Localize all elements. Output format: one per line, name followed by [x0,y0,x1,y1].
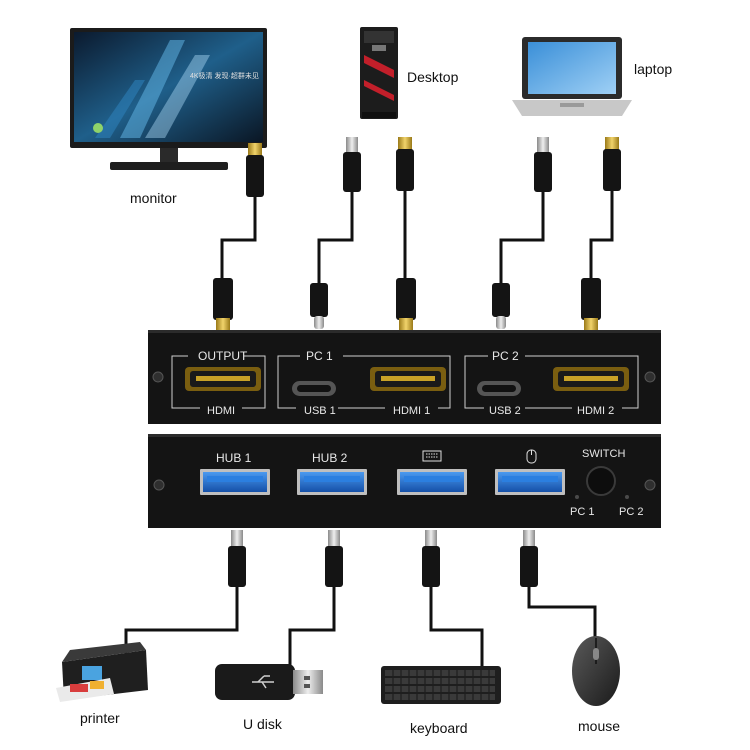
desktop-tower-icon [360,27,398,119]
pc2-usb-label: USB 2 [489,405,521,417]
laptop-icon [512,37,632,116]
switch-label: SWITCH [582,448,625,460]
hdmi-plug-output [213,278,233,330]
screw-icon [153,479,165,491]
usb-plug-laptop-top [534,137,552,192]
kvm-front-panel: OUTPUT HDMI PC 1 USB 1 HDMI 1 PC 2 USB 2… [148,330,661,424]
mouse-label: mouse [578,718,620,734]
usb-plug-mouse [520,530,538,587]
hdmi-output-port[interactable] [185,367,261,391]
hdmi-plug-desktop-top [396,137,414,191]
bottom-cables [124,585,597,667]
hdmi-pc1-port[interactable] [370,367,446,391]
pc2-hdmi-label: HDMI 2 [577,405,614,417]
screw-icon [644,479,656,491]
usb-plug-printer [228,530,246,587]
keyboard-port-icon [422,450,442,462]
hub1-label: HUB 1 [216,451,252,465]
usb-plug-udisk [325,530,343,587]
monitor-screen-text: 4K极清 发现·超群未见 [190,71,259,80]
screw-icon [152,371,164,383]
udisk-icon [215,664,323,700]
keyboard-icon [381,666,501,704]
udisk-label: U disk [243,716,283,732]
monitor-label: monitor [130,190,177,206]
output-hdmi-label: HDMI [207,405,235,417]
pc1-hdmi-label: HDMI 1 [393,405,430,417]
monitor-icon: 4K极清 发现·超群未见 [70,28,267,170]
hdmi-plug-monitor-top [246,143,264,197]
pc2-label: PC 2 [492,349,519,363]
hdmi-plug-laptop-top [603,137,621,191]
pc1-label: PC 1 [306,349,333,363]
led-pc1-label: PC 1 [570,506,594,518]
hub2-label: HUB 2 [312,451,348,465]
usb-hub2-port[interactable] [297,469,367,495]
laptop-label: laptop [634,61,672,77]
usb-keyboard-port[interactable] [397,469,467,495]
usbc-plug-pc2 [492,283,510,329]
hdmi-plug-pc1 [396,278,416,330]
kvm-back-panel: HUB 1 HUB 2 SWITCH [148,434,661,528]
pc1-usb-label: USB 1 [304,405,336,417]
usbc-plug-pc1 [310,283,328,329]
printer-icon [56,642,148,702]
desktop-label: Desktop [407,69,459,85]
keyboard-label: keyboard [410,720,468,736]
switch-button[interactable] [586,466,616,496]
usb-mouse-port[interactable] [495,469,565,495]
led-pc1-icon [575,495,579,499]
hdmi-pc2-port[interactable] [553,367,629,391]
usb-symbol-icon [252,675,274,689]
usbc-pc2-port[interactable] [477,381,521,396]
usbc-pc1-port[interactable] [292,381,336,396]
printer-label: printer [80,710,120,726]
mouse-port-icon [526,449,537,464]
hdmi-plug-pc2 [581,278,601,330]
usb-plug-desktop-top [343,137,361,192]
usb-plug-keyboard [422,530,440,587]
screw-icon [644,371,656,383]
top-cables [220,190,614,285]
mouse-icon [572,636,620,706]
usb-hub1-port[interactable] [200,469,270,495]
output-label: OUTPUT [198,349,248,363]
led-pc2-label: PC 2 [619,506,643,518]
led-pc2-icon [625,495,629,499]
